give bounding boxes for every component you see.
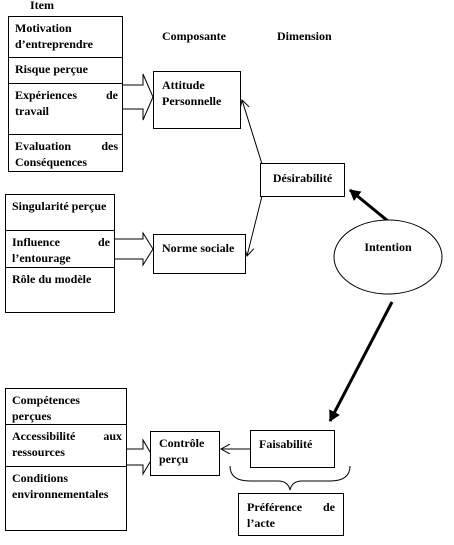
- item-group-2: Singularité perçue Influence de l’entour…: [5, 194, 115, 313]
- item-motivation: Motivation d’entreprendre: [9, 17, 122, 58]
- brace: [229, 465, 351, 491]
- arrow-desirabilite-norme: [247, 195, 263, 256]
- item-conditions: Conditions environnementales: [12, 471, 109, 501]
- header-dimension: Dimension: [277, 29, 332, 43]
- node-preference-acte: Préférence de l’acte: [238, 493, 344, 536]
- block-arrow-group2: [113, 231, 154, 267]
- item-influence: Influence de l’entourage: [6, 231, 114, 268]
- item-competences: Compétences perçues: [6, 389, 126, 425]
- item-experiences: Expériences de travail: [9, 84, 122, 135]
- item-evaluation: Evaluation des Conséquences: [15, 139, 118, 169]
- node-attitude-personnelle: Attitude Personnelle: [153, 71, 241, 129]
- node-intention-label: Intention: [364, 240, 412, 254]
- item-risque: Risque perçue: [9, 58, 122, 84]
- header-composante: Composante: [162, 29, 227, 43]
- item-role-modele: Rôle du modèle: [12, 272, 92, 286]
- node-controle-percu: Contrôle perçu: [150, 431, 220, 476]
- node-desirabilite: Désirabilité: [260, 163, 345, 197]
- item-singularite: Singularité perçue: [6, 195, 114, 231]
- node-norme-sociale: Norme sociale: [153, 234, 246, 274]
- header-item: Item: [30, 0, 54, 12]
- block-arrow-group1: [121, 73, 154, 121]
- item-accessibilite: Accessibilité aux ressources: [6, 425, 126, 467]
- item-group-1: Motivation d’entreprendre Risque perçue …: [8, 16, 123, 172]
- arrow-intention-faisabilite: [328, 301, 394, 422]
- item-group-3: Compétences perçues Accessibilité aux re…: [5, 388, 127, 531]
- node-faisabilite: Faisabilité: [250, 430, 335, 468]
- intention-ellipse: [333, 219, 443, 295]
- arrow-desirabilite-attitude: [242, 100, 263, 165]
- block-arrow-group3: [125, 438, 154, 476]
